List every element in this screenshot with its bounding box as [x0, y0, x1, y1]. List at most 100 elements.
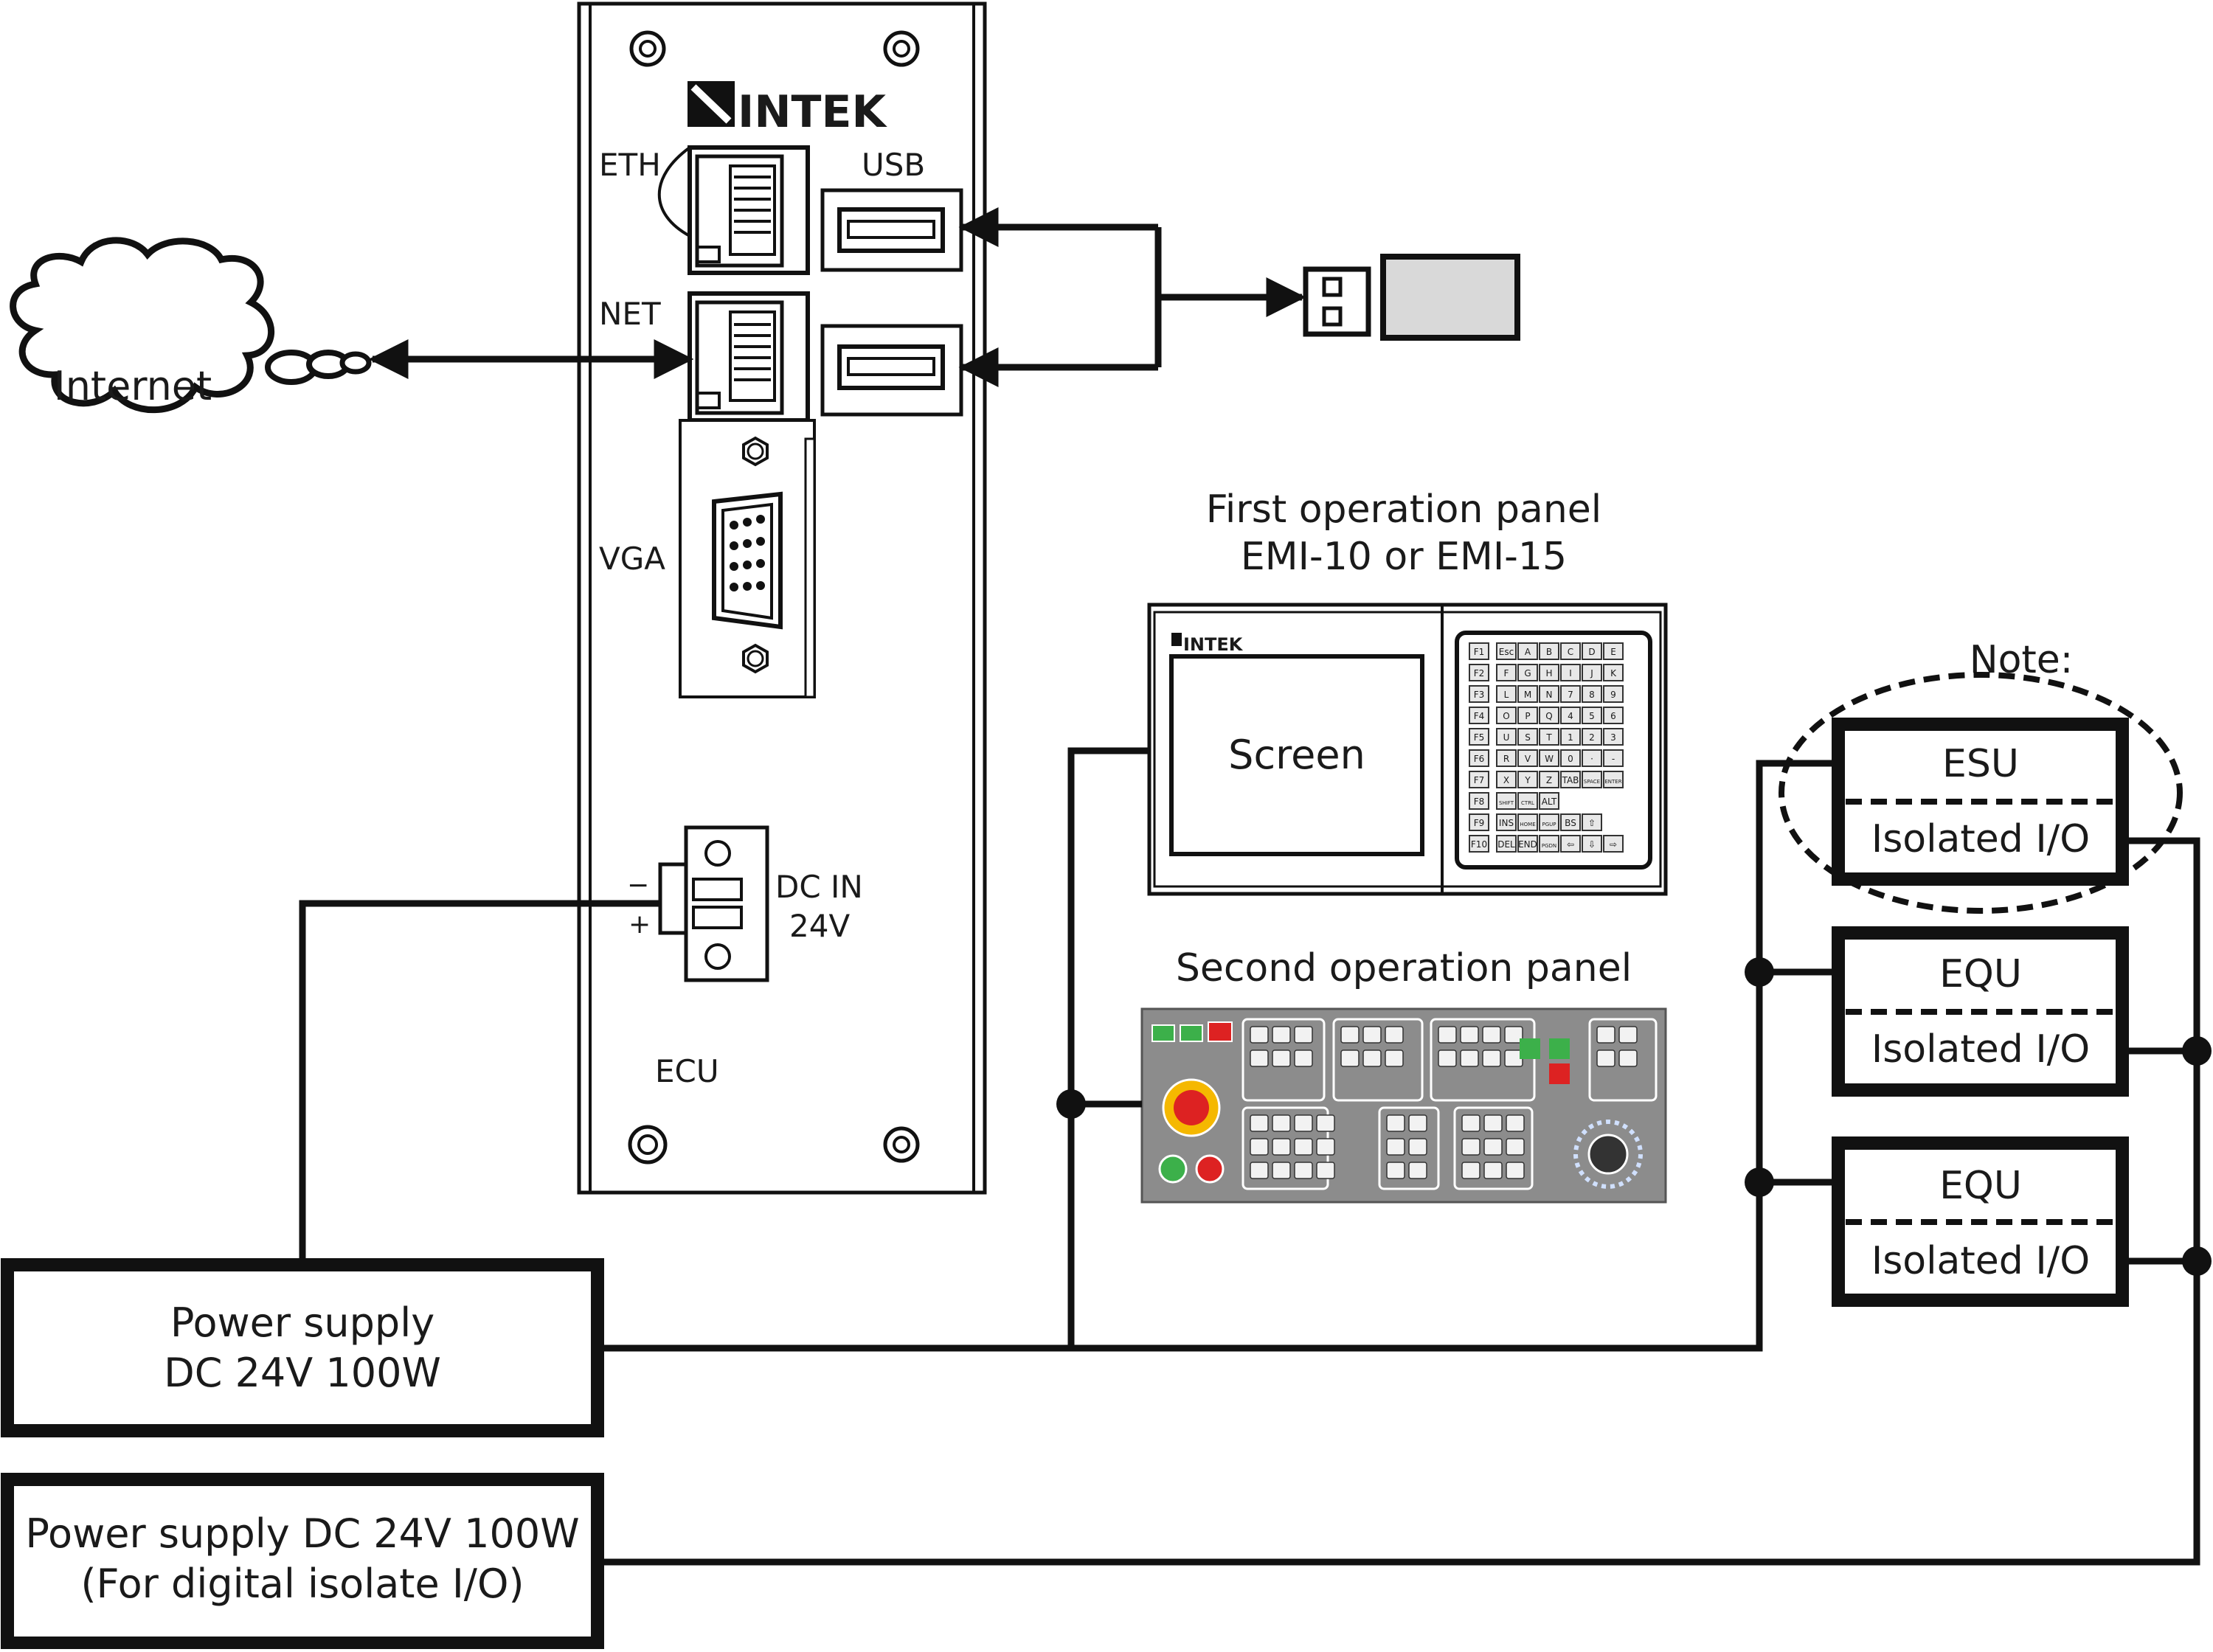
panel-key — [1272, 1049, 1291, 1067]
eth-port — [657, 145, 810, 275]
keypad-key-label: CTRL — [1521, 800, 1534, 806]
keypad-key — [1539, 792, 1559, 810]
keypad-key-label: INS — [1499, 818, 1514, 828]
panel-key — [1461, 1114, 1480, 1132]
keypad-key — [1469, 771, 1489, 788]
panel-screen — [1169, 654, 1424, 856]
keypad-key-label: ⇧ — [1588, 818, 1596, 828]
usb-stick-icon — [1303, 254, 1520, 341]
keypad-key-label: S — [1525, 732, 1531, 743]
panel-key — [1386, 1138, 1405, 1156]
panel-key — [1461, 1162, 1480, 1179]
panel-key — [1294, 1049, 1313, 1067]
keypad-key-label: BS — [1565, 818, 1576, 828]
panel-key — [1294, 1026, 1313, 1044]
keypad-key — [1496, 835, 1517, 853]
internet-cloud-icon: Internet — [10, 237, 274, 414]
dc-voltage-label: 24V — [789, 908, 850, 944]
panel-key — [1294, 1114, 1313, 1132]
chain-link-icon — [265, 350, 372, 385]
second-operation-panel — [1140, 1007, 1667, 1204]
panel-key — [1461, 1138, 1480, 1156]
keypad-key — [1469, 664, 1489, 681]
keypad-key — [1539, 749, 1559, 767]
keypad-key — [1582, 813, 1602, 831]
dc-in-connector — [658, 825, 769, 982]
keypad-key — [1539, 813, 1559, 831]
module-top-label: EQU — [1939, 1164, 2022, 1208]
module-bottom-label: Isolated I/O — [1871, 817, 2090, 861]
note-ellipse — [1779, 672, 2183, 914]
panel-key — [1250, 1026, 1269, 1044]
keypad-key — [1469, 792, 1489, 810]
keypad-key — [1603, 642, 1624, 660]
keypad-key-label: F9 — [1474, 818, 1485, 828]
panel-key — [1362, 1049, 1382, 1067]
keypad-key-label: Z — [1546, 775, 1552, 785]
module-esu: ESU Isolated I/O — [1832, 718, 2129, 886]
keypad-key-label: X — [1503, 775, 1509, 785]
panel-key — [1408, 1162, 1427, 1179]
keypad-key — [1539, 728, 1559, 746]
keypad-key — [1517, 707, 1538, 724]
usb-port-1 — [820, 188, 963, 272]
eth-label: ETH — [599, 147, 661, 183]
keypad-key-label: - — [1612, 754, 1615, 764]
keypad-key-label: L — [1504, 690, 1509, 700]
keypad-key-label: DEL — [1497, 839, 1515, 850]
keypad-key-label: SPACE — [1584, 779, 1600, 785]
keypad-key-label: U — [1503, 732, 1510, 743]
panel-key — [1386, 1162, 1405, 1179]
panel-key — [1460, 1026, 1479, 1044]
keypad-key-label: F5 — [1474, 732, 1485, 743]
keypad-key-label: F — [1504, 668, 1509, 678]
panel-key — [1250, 1138, 1269, 1156]
keypad-key-label: ALT — [1542, 796, 1557, 807]
keypad-key-label: F10 — [1471, 839, 1487, 850]
panel-key — [1250, 1114, 1269, 1132]
keypad-key — [1582, 749, 1602, 767]
keypad-key — [1517, 728, 1538, 746]
keypad-key-label: PGUP — [1542, 822, 1556, 827]
keypad-key — [1603, 664, 1624, 681]
keypad-key-label: E — [1610, 647, 1616, 657]
panel-key — [1340, 1049, 1360, 1067]
keypad-key — [1469, 642, 1489, 660]
keypad-key-label: ⇦ — [1567, 839, 1574, 850]
keypad-key-label: T — [1545, 732, 1552, 743]
keypad-key — [1603, 707, 1624, 724]
keypad-key-label: 7 — [1568, 690, 1573, 700]
keypad-key-label: A — [1525, 647, 1531, 657]
keypad-key-label: N — [1546, 690, 1553, 700]
keypad-key-label: R — [1503, 754, 1509, 764]
keypad-key — [1560, 685, 1581, 703]
panel-key — [1483, 1162, 1503, 1179]
first-panel-title-line1: First operation panel — [1206, 487, 1601, 532]
keypad-key — [1539, 642, 1559, 660]
keypad-key-label: F1 — [1474, 647, 1485, 657]
keypad-key — [1582, 835, 1602, 853]
keypad-key-label: C — [1568, 647, 1573, 657]
keypad-key — [1517, 685, 1538, 703]
keypad-key — [1469, 707, 1489, 724]
panel-key — [1596, 1049, 1615, 1067]
keypad-key-label: 9 — [1610, 690, 1616, 700]
keypad-key-label: B — [1546, 647, 1552, 657]
keypad-key — [1539, 707, 1559, 724]
keypad-key-label: 1 — [1568, 732, 1573, 743]
keypad-key — [1560, 642, 1581, 660]
keypad-key — [1582, 685, 1602, 703]
feed-override-knob — [1587, 1134, 1629, 1175]
keypad-key — [1539, 664, 1559, 681]
keypad-key — [1496, 771, 1517, 788]
panel-key — [1506, 1162, 1525, 1179]
keypad-key-label: 6 — [1610, 711, 1616, 721]
keypad-key-label: 8 — [1589, 690, 1595, 700]
panel-key — [1438, 1026, 1457, 1044]
keypad-key — [1560, 664, 1581, 681]
power-supply-io: Power supply DC 24V 100W (For digital is… — [1, 1473, 604, 1650]
keypad-key — [1496, 813, 1517, 831]
wiring — [299, 747, 2212, 1566]
keypad-key-label: 2 — [1589, 732, 1595, 743]
